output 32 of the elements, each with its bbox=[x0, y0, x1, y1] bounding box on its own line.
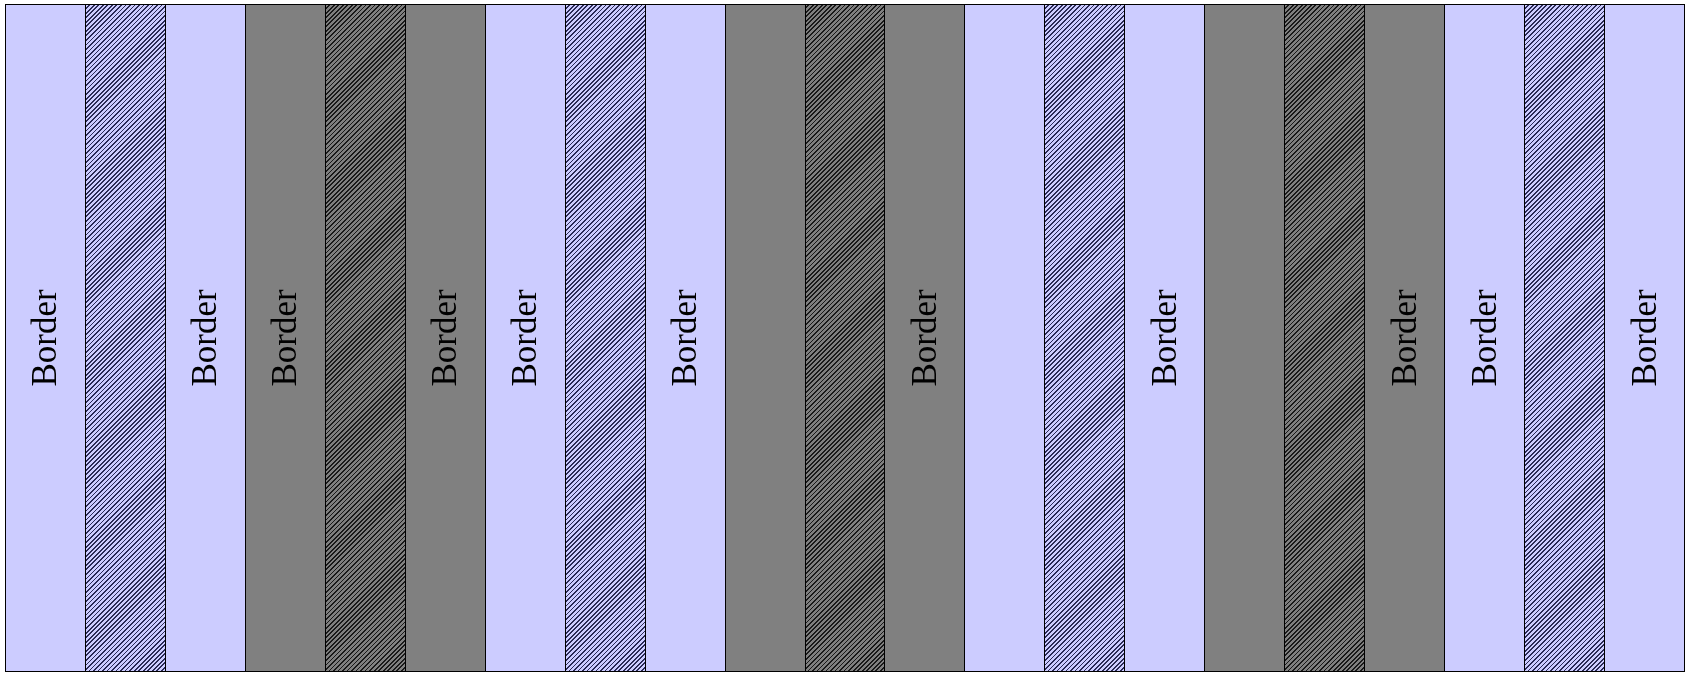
band bbox=[1365, 5, 1446, 671]
hatched-band bbox=[85, 5, 166, 671]
hatched-band bbox=[565, 5, 646, 671]
band-label: Border bbox=[505, 289, 546, 387]
band-label: Border bbox=[185, 289, 226, 387]
band-label: Border bbox=[1384, 289, 1425, 387]
band bbox=[1125, 5, 1206, 671]
band bbox=[6, 5, 86, 671]
hatched-band bbox=[325, 5, 406, 671]
band-label: Border bbox=[25, 289, 66, 387]
band bbox=[1205, 5, 1286, 671]
band bbox=[645, 5, 726, 671]
band-label: Border bbox=[425, 289, 466, 387]
hatched-band bbox=[1525, 5, 1606, 671]
band bbox=[725, 5, 806, 671]
hatched-band bbox=[1285, 5, 1366, 671]
band bbox=[485, 5, 566, 671]
hatched-band bbox=[1045, 5, 1126, 671]
band-label: Border bbox=[904, 289, 945, 387]
band bbox=[1445, 5, 1526, 671]
band-label: Border bbox=[1624, 289, 1665, 387]
band bbox=[965, 5, 1046, 671]
band-label: Border bbox=[665, 289, 706, 387]
band-label: Border bbox=[1144, 289, 1185, 387]
band bbox=[405, 5, 486, 671]
band-label: Border bbox=[1464, 289, 1505, 387]
band-label: Border bbox=[265, 289, 306, 387]
band bbox=[1605, 5, 1684, 671]
band bbox=[245, 5, 326, 671]
band bbox=[885, 5, 966, 671]
hatched-band bbox=[805, 5, 886, 671]
band bbox=[165, 5, 246, 671]
